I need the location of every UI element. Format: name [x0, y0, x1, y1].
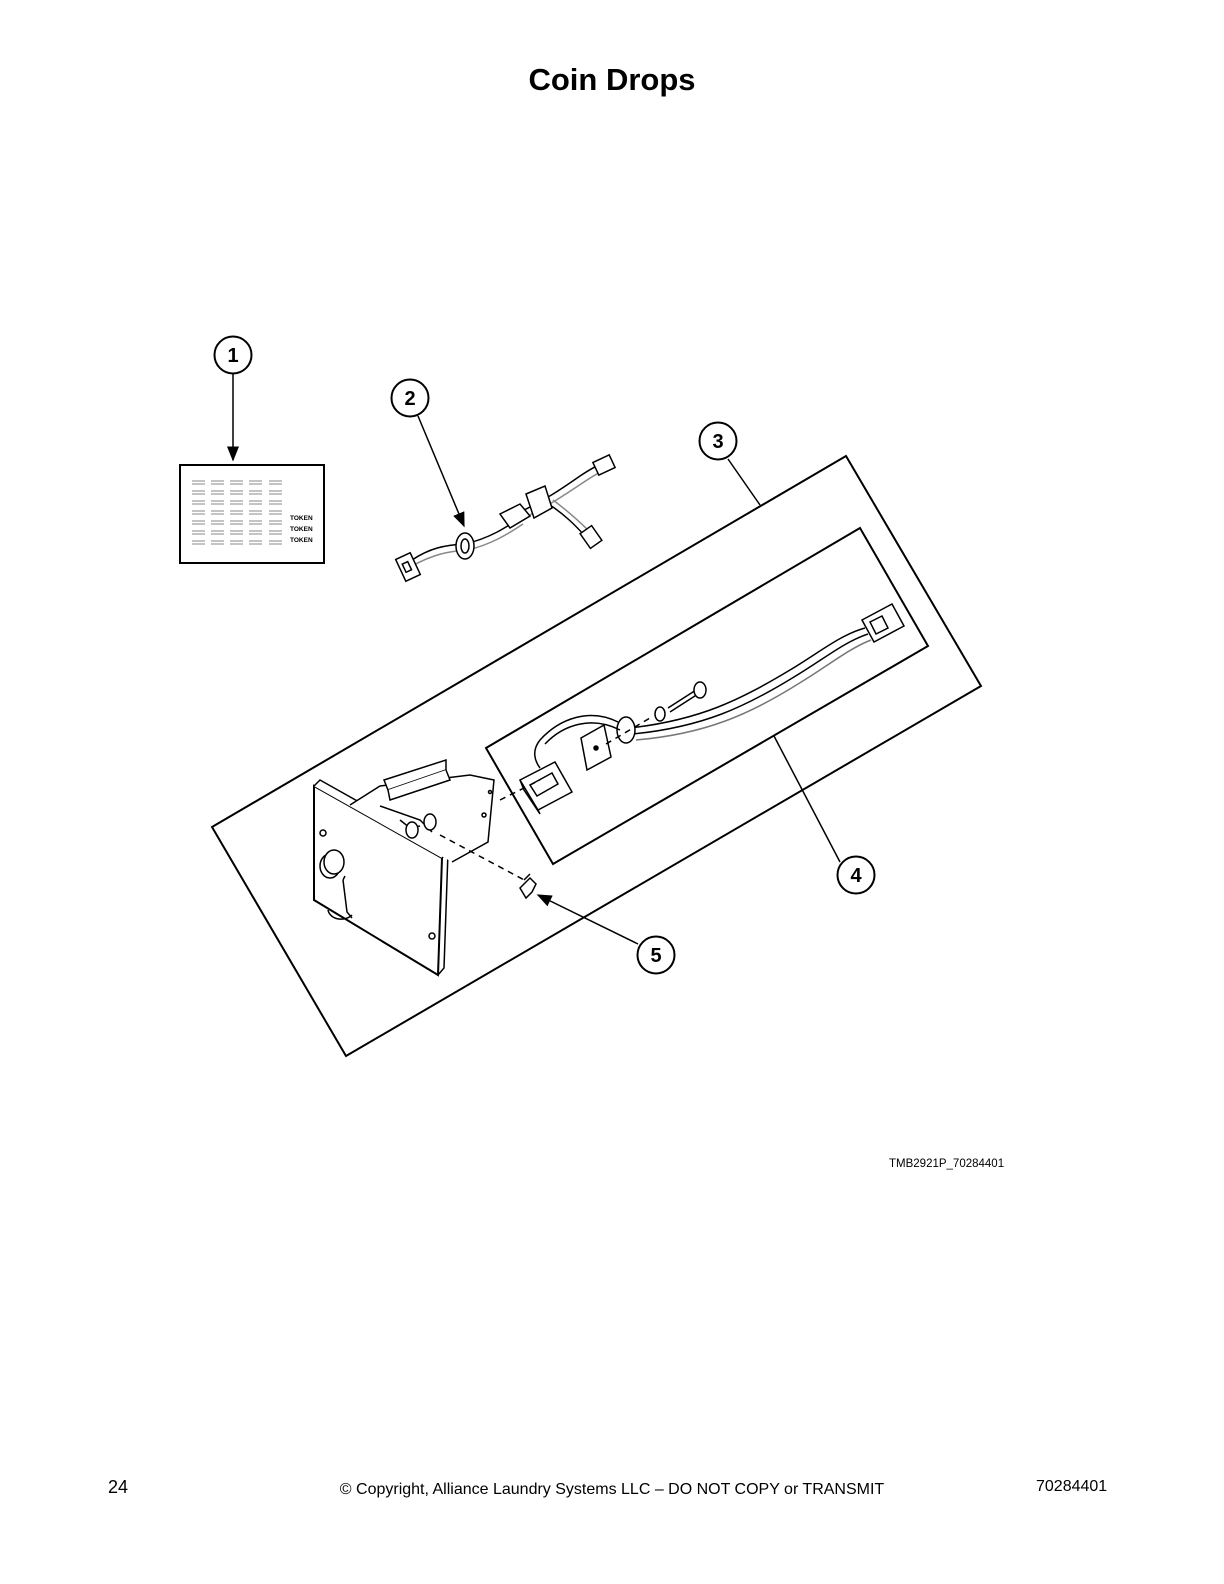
callout-3-label: 3 — [712, 431, 723, 453]
token-label-1: TOKEN — [290, 515, 313, 522]
leader-line-3 — [727, 458, 761, 506]
page-number: 24 — [108, 1477, 129, 1497]
leader-line-5 — [536, 894, 639, 945]
document-number: 70284401 — [1036, 1478, 1108, 1495]
token-label-3: TOKEN — [290, 537, 313, 544]
part-1-label-sheet: TOKEN TOKEN TOKEN — [179, 464, 325, 564]
callout-4: 4 — [836, 855, 876, 895]
part-4-sensor-kit-outline — [484, 526, 930, 866]
page-title: Coin Drops — [528, 62, 696, 97]
callout-3: 3 — [698, 421, 738, 461]
token-label-2: TOKEN — [290, 526, 313, 533]
part-4-sensor-kit — [499, 602, 906, 815]
callout-2: 2 — [390, 378, 430, 418]
part-2-wire-harness — [394, 453, 617, 583]
figure-reference: TMB2921P_70284401 — [889, 1158, 1005, 1170]
callout-1-label: 1 — [227, 345, 238, 367]
part-3-coin-drop — [313, 758, 529, 977]
callout-4-label: 4 — [850, 865, 862, 887]
part-5-clip — [519, 873, 537, 900]
copyright-notice: © Copyright, Alliance Laundry Systems LL… — [339, 1481, 885, 1498]
callout-1: 1 — [213, 335, 253, 375]
callout-2-label: 2 — [404, 388, 415, 410]
leader-line-2 — [417, 415, 465, 528]
callout-5: 5 — [636, 935, 676, 975]
leader-line-4 — [773, 735, 841, 863]
callout-5-label: 5 — [650, 945, 661, 967]
part-3-assembly-outline — [210, 454, 983, 1058]
